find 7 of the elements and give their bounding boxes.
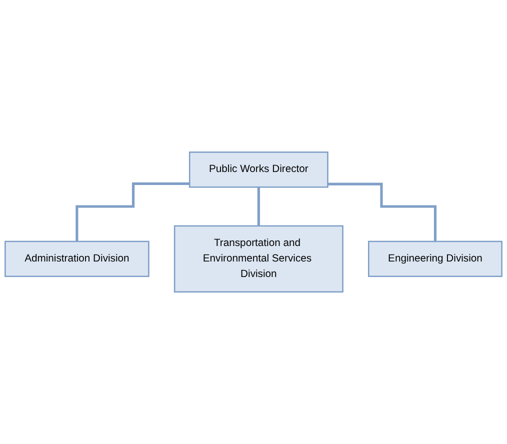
- connector: [257, 186, 260, 228]
- connector: [76, 182, 190, 243]
- node-box: Administration Division: [4, 240, 150, 277]
- node-box: Engineering Division: [368, 240, 502, 277]
- connector: [328, 182, 437, 243]
- node-box: Public Works Director: [188, 151, 328, 188]
- node-box: Transportation and Environmental Services Division: [174, 225, 344, 292]
